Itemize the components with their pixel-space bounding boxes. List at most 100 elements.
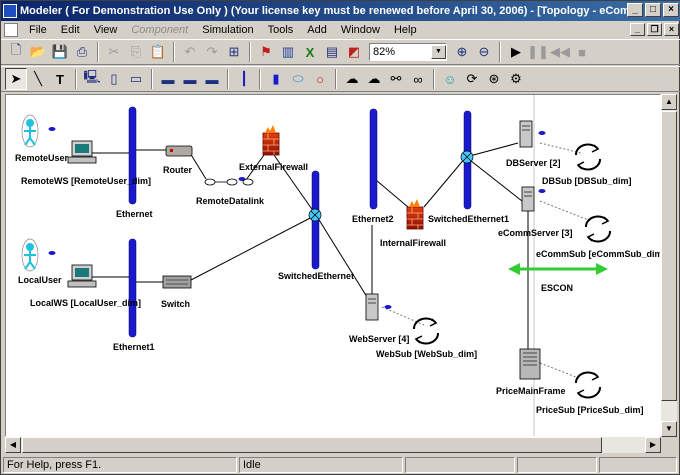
text-tool-icon[interactable]: T bbox=[56, 71, 64, 87]
user-tool-icon[interactable]: ☺ bbox=[443, 71, 457, 87]
menu-simulation[interactable]: Simulation bbox=[202, 24, 254, 36]
link-switched-webserver bbox=[315, 214, 373, 306]
paste-icon[interactable]: 📋 bbox=[149, 44, 167, 59]
toolbar-separator bbox=[227, 69, 229, 89]
router-tool-icon[interactable]: ▭ bbox=[129, 71, 143, 86]
report-icon[interactable]: ◩ bbox=[347, 44, 361, 59]
horizontal-scroll-thumb[interactable] bbox=[22, 437, 602, 453]
user-icon[interactable] bbox=[21, 238, 39, 272]
cloud-alt-tool-icon[interactable]: ☁ bbox=[367, 71, 381, 86]
server-icon[interactable] bbox=[365, 293, 379, 321]
server-icon[interactable] bbox=[521, 186, 535, 212]
close-button[interactable]: × bbox=[663, 3, 679, 17]
datalink-icon[interactable] bbox=[204, 178, 254, 186]
menu-component[interactable]: Component bbox=[131, 24, 189, 36]
label-local-user: LocalUser bbox=[18, 275, 62, 285]
label-remote-ws: RemoteWS [RemoteUser_dim] bbox=[21, 176, 151, 186]
run-icon[interactable]: ▶ bbox=[511, 44, 521, 59]
scroll-down-button[interactable]: ▼ bbox=[661, 421, 677, 437]
status-pane bbox=[405, 457, 515, 473]
switch-tool-icon[interactable]: ▬ bbox=[161, 71, 175, 87]
firewall-icon[interactable] bbox=[406, 199, 424, 230]
escon-link[interactable] bbox=[508, 263, 608, 275]
bar-tool-icon[interactable]: ▮ bbox=[272, 71, 280, 86]
toolbar-separator bbox=[151, 69, 153, 89]
stop-icon[interactable]: ■ bbox=[578, 44, 586, 60]
undo-icon[interactable]: ↶ bbox=[184, 44, 196, 59]
router-icon[interactable] bbox=[165, 145, 193, 157]
ellipse-tool-icon[interactable]: ⬭ bbox=[292, 71, 304, 86]
app-icon bbox=[3, 4, 17, 18]
refresh-tool-icon[interactable]: ⟳ bbox=[466, 71, 478, 86]
firewall-icon[interactable] bbox=[262, 125, 280, 156]
step-back-icon[interactable]: ◀◀ bbox=[550, 44, 570, 59]
doc-close-button[interactable]: × bbox=[664, 23, 679, 36]
ethernet1-bus bbox=[128, 238, 137, 338]
menu-help[interactable]: Help bbox=[393, 24, 417, 36]
open-icon[interactable]: 📂 bbox=[29, 44, 47, 59]
maximize-button[interactable]: □ bbox=[645, 3, 661, 17]
settings-tool-icon[interactable]: ⚙ bbox=[510, 71, 522, 86]
server-tool-icon[interactable]: ▯ bbox=[110, 71, 118, 86]
vertical-scrollbar[interactable]: ▲ ▼ bbox=[661, 94, 677, 437]
zoom-select[interactable]: 82% ▼ bbox=[369, 43, 447, 61]
workstation-tool-icon[interactable]: 🖳 bbox=[83, 69, 101, 84]
zoom-out-icon[interactable]: ⊖ bbox=[478, 44, 490, 59]
menu-view[interactable]: View bbox=[93, 24, 118, 36]
cut-icon[interactable]: ✂ bbox=[108, 44, 120, 59]
zoom-in-icon[interactable]: ⊕ bbox=[456, 44, 468, 59]
vertical-scroll-thumb[interactable] bbox=[661, 111, 677, 401]
copy-icon[interactable]: ⎘ bbox=[130, 44, 142, 59]
chain-tool-icon[interactable]: ⚯ bbox=[390, 71, 402, 86]
save-icon[interactable]: 💾 bbox=[51, 44, 69, 59]
menu-file[interactable]: File bbox=[29, 24, 47, 36]
scroll-left-button[interactable]: ◀ bbox=[5, 437, 21, 453]
switch-icon[interactable] bbox=[162, 275, 192, 289]
layout-icon[interactable]: ⊞ bbox=[228, 44, 240, 59]
workstation-icon[interactable] bbox=[67, 140, 97, 164]
segment-tool-icon[interactable]: ┃ bbox=[240, 71, 248, 86]
label-router: Router bbox=[163, 165, 192, 175]
statistics-icon[interactable]: ▥ bbox=[281, 44, 295, 59]
circle-tool-icon[interactable]: ○ bbox=[316, 71, 324, 87]
horizontal-scrollbar[interactable]: ◀ ▶ bbox=[5, 437, 661, 453]
toolbar-separator bbox=[335, 69, 337, 89]
toolbar-separator bbox=[173, 42, 175, 62]
title-bar[interactable]: Modeler ( For Demonstration Use Only ) (… bbox=[1, 1, 680, 21]
link-alt-tool-icon[interactable]: ∞ bbox=[413, 71, 423, 87]
redo-icon[interactable]: ↷ bbox=[206, 44, 218, 59]
ethernet-bus bbox=[128, 106, 137, 205]
network-diagram: RemoteUser RemoteWS [RemoteUser_dim] Eth… bbox=[15, 95, 660, 436]
download-tool-icon[interactable]: ⊛ bbox=[488, 71, 500, 86]
cloud-tool-icon[interactable]: ☁ bbox=[345, 71, 359, 86]
menu-add[interactable]: Add bbox=[307, 24, 327, 36]
scroll-up-button[interactable]: ▲ bbox=[661, 94, 677, 110]
user-icon[interactable] bbox=[21, 114, 39, 148]
link-tool-icon[interactable]: ╲ bbox=[34, 71, 42, 86]
mainframe-icon[interactable] bbox=[519, 348, 541, 380]
menu-tools[interactable]: Tools bbox=[267, 24, 294, 36]
compare-icon[interactable]: ▤ bbox=[325, 44, 339, 59]
document-icon[interactable] bbox=[4, 23, 18, 37]
hub-tool-icon[interactable]: ▬ bbox=[183, 71, 197, 87]
workstation-icon[interactable] bbox=[67, 264, 97, 288]
graph-icon[interactable]: ⚑ bbox=[260, 44, 272, 59]
topology-canvas[interactable]: RemoteUser RemoteWS [RemoteUser_dim] Eth… bbox=[5, 94, 661, 437]
doc-restore-button[interactable]: ❐ bbox=[647, 23, 662, 36]
menu-edit[interactable]: Edit bbox=[60, 24, 80, 36]
toolbar-separator bbox=[75, 69, 77, 89]
print-icon[interactable]: ⎙ bbox=[76, 44, 88, 59]
select-tool-icon[interactable]: ➤ bbox=[5, 68, 27, 90]
chevron-down-icon[interactable]: ▼ bbox=[431, 45, 446, 59]
menu-window[interactable]: Window bbox=[340, 24, 380, 36]
pause-icon[interactable]: ❚❚ bbox=[527, 44, 549, 59]
excel-icon[interactable]: X bbox=[305, 44, 315, 60]
new-icon[interactable]: 🗋 bbox=[10, 42, 22, 57]
bus-tool-icon[interactable]: ▬ bbox=[205, 71, 219, 87]
subnet-links bbox=[381, 142, 592, 380]
doc-minimize-button[interactable]: _ bbox=[630, 23, 645, 36]
server-icon[interactable] bbox=[519, 120, 533, 148]
minimize-button[interactable]: _ bbox=[627, 3, 643, 17]
subnet-icon bbox=[413, 317, 439, 345]
scroll-right-button[interactable]: ▶ bbox=[645, 437, 661, 453]
